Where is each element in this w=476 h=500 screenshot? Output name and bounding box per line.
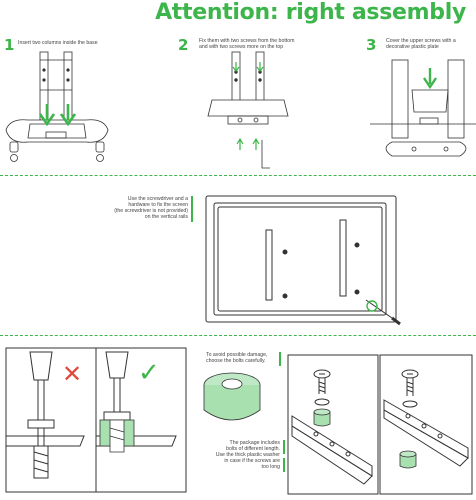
page-title: Attention: right assembly — [155, 0, 466, 25]
screen-note: Use the screwdriver and a hardware to fi… — [92, 196, 188, 220]
package-note-line-4: in case if the screws are — [224, 458, 280, 464]
screen-note-line-3: (the screwdriver is not provided) — [114, 208, 188, 214]
bolt-note-line-2: choose the bolts carefully. — [206, 358, 266, 364]
screen-note-line-2: hardware to fix the screen — [128, 202, 188, 208]
wrong-mark-icon: ✕ — [62, 360, 83, 388]
step-3-caption: Cover the upper screws with a decorative… — [386, 38, 456, 50]
package-note-line-2: bolts of different length. — [226, 446, 280, 452]
package-note-bar-2 — [283, 458, 285, 472]
package-note-line-1: The package includes — [229, 440, 280, 446]
step-2-caption-line-2: and with two screws more on the top — [199, 44, 284, 50]
step-2-number: 2 — [178, 36, 189, 54]
screen-note-line-4: on the vertical rails — [144, 214, 188, 220]
package-note-line-5: too long — [261, 464, 280, 470]
section-divider-bottom — [0, 335, 476, 336]
step-2-caption: Fix them with two screws from the bottom… — [199, 38, 294, 50]
bolt-note-bar — [279, 352, 281, 366]
step-1-number: 1 — [4, 36, 15, 54]
bolt-note: To avoid possible damage, choose the bol… — [206, 352, 267, 364]
step-2-caption-line-1: Fix them with two screws from the bottom — [199, 38, 295, 44]
package-note-bar-1 — [283, 440, 285, 454]
bolt-note-line-1: To avoid possible damage, — [206, 352, 268, 358]
check-mark-icon: ✓ — [138, 358, 160, 388]
screen-note-bar — [191, 196, 193, 222]
step-3-number: 3 — [366, 36, 377, 54]
step-3-caption-line-2: decorative plastic plate — [386, 44, 439, 50]
package-note-line-3: Use the thick plastic washer — [215, 452, 280, 458]
package-note: The package includes bolts of different … — [198, 440, 280, 470]
section-divider-top — [0, 175, 476, 176]
screen-note-line-1: Use the screwdriver and a — [127, 196, 188, 202]
step-3-caption-line-1: Cover the upper screws with a — [386, 38, 456, 44]
step-1-caption: Insert two columns inside the base — [18, 40, 98, 46]
